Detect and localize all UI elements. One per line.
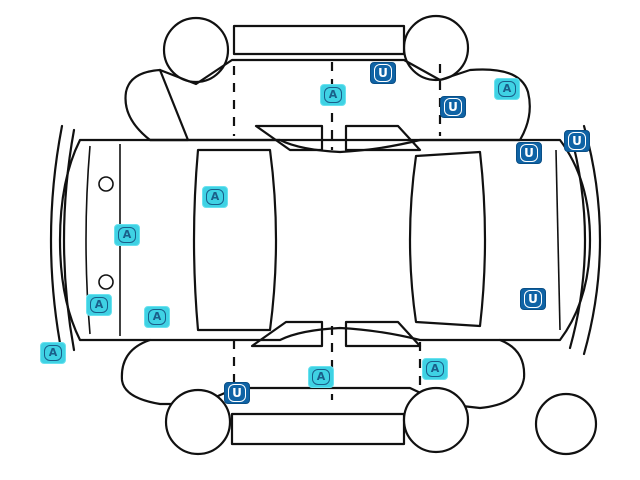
marker-a-left-side-door[interactable]: A xyxy=(308,366,334,388)
marker-code: A xyxy=(118,227,136,243)
marker-a-front-bumper[interactable]: A xyxy=(144,306,170,328)
marker-code: A xyxy=(44,345,62,361)
spare-wheel xyxy=(534,392,598,456)
rear-window-shape xyxy=(408,150,487,328)
marker-code: U xyxy=(374,64,392,82)
rear-bumper-outer xyxy=(582,124,602,356)
marker-code: A xyxy=(90,297,108,313)
marker-code: A xyxy=(498,81,516,97)
right-headlight xyxy=(98,274,114,290)
marker-code: U xyxy=(444,98,462,116)
left-rocker-panel xyxy=(230,412,406,446)
right-roof-rail xyxy=(232,24,406,56)
right-front-wheel xyxy=(162,16,230,84)
left-headlight xyxy=(98,176,114,192)
left-body-line xyxy=(120,338,526,410)
marker-code: U xyxy=(520,144,538,162)
marker-a-roof-left[interactable]: A xyxy=(320,84,346,106)
marker-code: A xyxy=(206,189,224,205)
marker-code: A xyxy=(324,87,342,103)
marker-code: A xyxy=(426,361,444,377)
marker-a-hood[interactable]: A xyxy=(114,224,140,246)
right-body-line xyxy=(148,58,531,142)
marker-u-rear-bumper-lower[interactable]: U xyxy=(520,288,546,310)
marker-a-right-rear-fender[interactable]: A xyxy=(494,78,520,100)
marker-a-windshield[interactable]: A xyxy=(202,186,228,208)
left-front-window xyxy=(250,320,324,348)
left-rear-window xyxy=(344,320,422,348)
left-side-view xyxy=(120,320,598,456)
right-rear-window xyxy=(344,124,422,152)
right-side-view xyxy=(124,14,531,152)
body-outline xyxy=(58,138,592,342)
marker-u-left-front-wheel[interactable]: U xyxy=(224,382,250,404)
right-front-window xyxy=(254,124,324,152)
marker-u-rear-bumper-corner[interactable]: U xyxy=(564,130,590,152)
marker-u-right-rear-door[interactable]: U xyxy=(440,96,466,118)
marker-a-left-rear-door[interactable]: A xyxy=(422,358,448,380)
marker-a-front-left-corner[interactable]: A xyxy=(40,342,66,364)
trunk-line xyxy=(555,149,561,331)
left-rear-wheel-shape xyxy=(402,386,470,454)
front-bumper-inner xyxy=(62,128,76,352)
marker-code: U xyxy=(568,132,586,150)
right-rear-wheel xyxy=(402,14,470,82)
rear-bumper-inner xyxy=(568,130,587,350)
marker-a-left-front-fender[interactable]: A xyxy=(86,294,112,316)
marker-code: U xyxy=(524,290,542,308)
left-front-wheel-shape xyxy=(164,388,232,456)
marker-code: U xyxy=(228,384,246,402)
marker-u-rear-bumper-upper[interactable]: U xyxy=(516,142,542,164)
marker-code: A xyxy=(148,309,166,325)
right-front-fender-shape xyxy=(124,68,190,142)
windshield-shape xyxy=(192,148,278,332)
front-bumper-outer xyxy=(49,124,64,356)
marker-u-roof-right[interactable]: U xyxy=(370,62,396,84)
marker-code: A xyxy=(312,369,330,385)
